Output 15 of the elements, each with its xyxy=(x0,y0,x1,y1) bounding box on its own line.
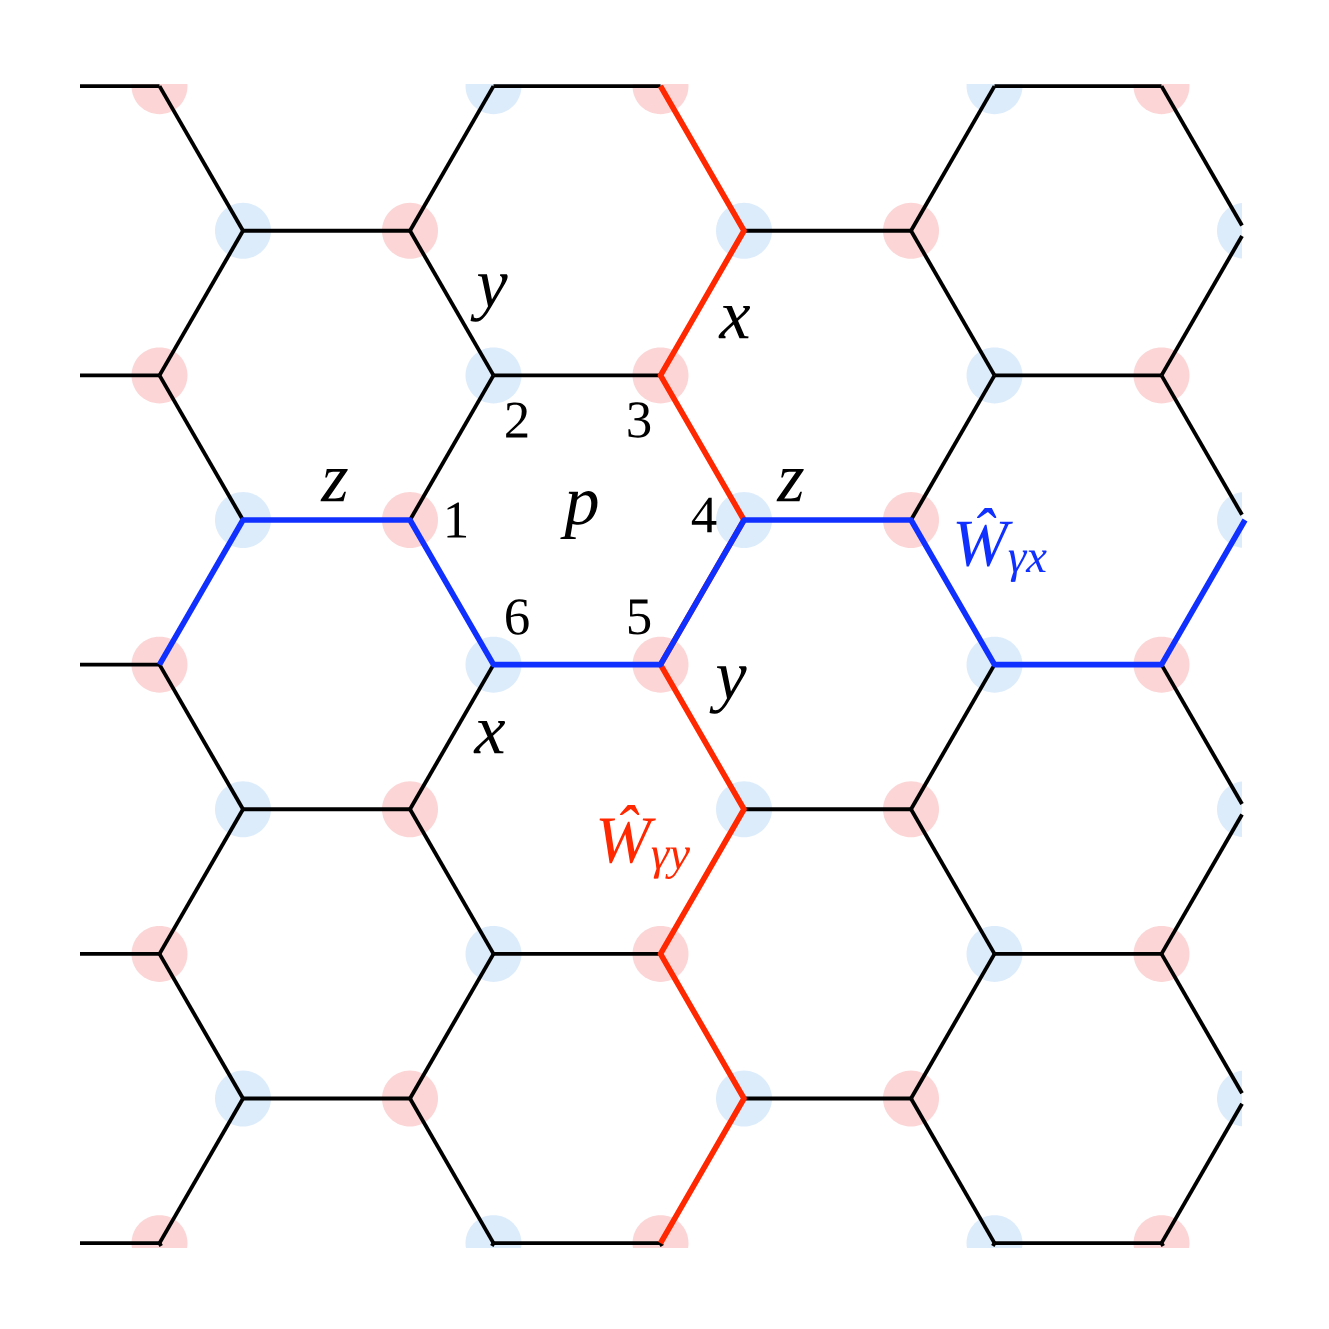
site-number: 1 xyxy=(447,502,467,538)
bond-label: x xyxy=(473,720,506,754)
site-number: 6 xyxy=(506,599,529,635)
operator-label: Ŵ$_{γx}$ xyxy=(956,508,1047,582)
bond-label: z xyxy=(320,468,348,502)
bond-label: z xyxy=(776,468,804,502)
site-number: 5 xyxy=(628,599,651,635)
site-number: 3 xyxy=(628,402,651,438)
site-number: 4 xyxy=(691,497,717,533)
bond-label: x xyxy=(718,305,751,339)
plaquette-label: p xyxy=(560,490,598,540)
bond-label: y xyxy=(709,666,747,714)
operator-label: Ŵ$_{γy}$ xyxy=(599,805,690,879)
bond-label: y xyxy=(470,274,508,322)
site-number: 2 xyxy=(506,402,528,438)
